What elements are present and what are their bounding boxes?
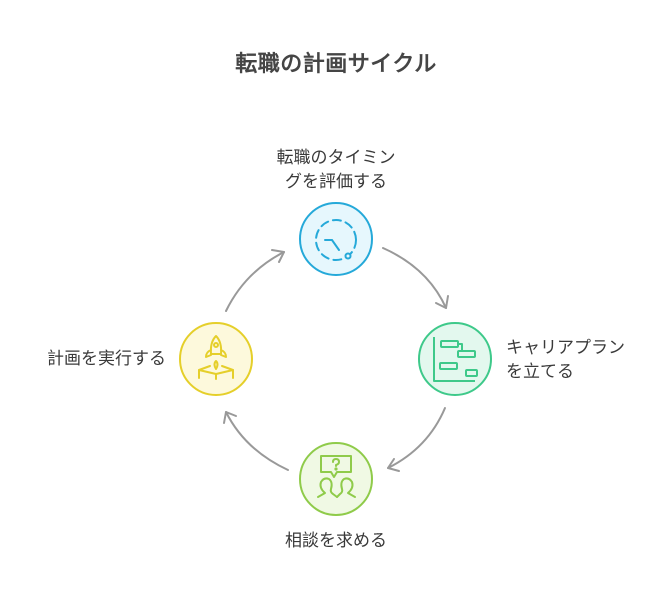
node-label-consult: 相談を求める <box>236 529 436 553</box>
node-execute[interactable] <box>179 322 253 396</box>
node-label-execute: 計画を実行する <box>10 347 166 371</box>
arrow-execute-to-assess <box>225 249 285 312</box>
people-question-icon <box>317 455 356 498</box>
node-label-plan: キャリアプラン を立てる <box>506 336 656 384</box>
gantt-chart-icon <box>433 337 478 382</box>
node-label-line: 相談を求める <box>285 531 387 551</box>
node-label-line: 計画を実行する <box>47 349 166 369</box>
rocket-launch-icon <box>198 335 234 380</box>
arrow-assess-to-plan <box>382 247 449 309</box>
node-consult[interactable] <box>299 442 373 516</box>
arrow-plan-to-consult <box>387 407 446 472</box>
diagram-title: 転職の計画サイクル <box>235 52 437 77</box>
arrow-consult-to-execute <box>223 411 289 471</box>
node-label-line: 転職のタイミン <box>276 148 396 168</box>
node-plan[interactable] <box>418 322 492 396</box>
node-label-assess: 転職のタイミン グを評価する <box>236 146 436 194</box>
cycle-arrows <box>223 247 449 472</box>
clock-icon <box>315 219 357 261</box>
node-label-line: を立てる <box>506 362 574 382</box>
node-label-line: キャリアプラン <box>506 338 625 358</box>
node-label-line: グを評価する <box>285 172 387 192</box>
node-assess[interactable] <box>299 202 373 276</box>
